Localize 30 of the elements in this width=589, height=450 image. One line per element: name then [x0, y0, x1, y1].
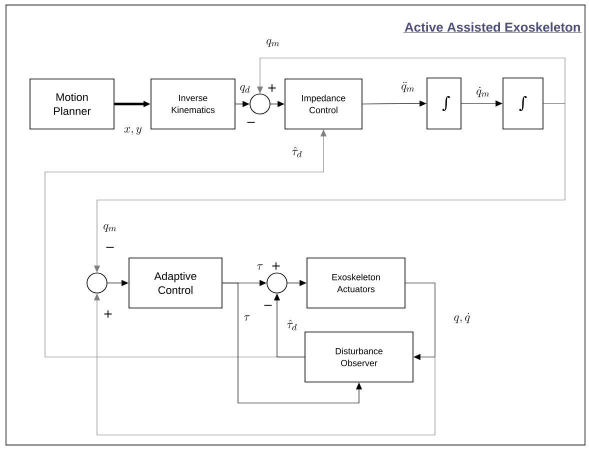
edge-label: $x, y$ [123, 126, 144, 136]
block-box: Disturbance Observer [304, 332, 414, 382]
edge-label: $\tau$ [256, 263, 264, 271]
sign-label: + [104, 310, 112, 318]
arrow [94, 282, 436, 436]
summing-junction [266, 272, 288, 294]
integrator-box: ∫ [502, 78, 544, 130]
block-box: Adaptive Control [128, 258, 222, 308]
sign-label: + [272, 262, 280, 270]
sign-label: − [106, 246, 114, 248]
edge-label: $q, \dot{q}$ [452, 312, 472, 324]
block-box: Motion Planner [30, 78, 114, 130]
edge-label: $\hat{\tau}_d$ [290, 146, 304, 158]
summing-junction [250, 94, 270, 114]
block-box: Exoskeleton Actuators [306, 258, 406, 308]
sign-label: − [247, 122, 255, 123]
edge-label: $\tau$ [242, 314, 252, 322]
summing-junction [86, 272, 108, 294]
block-box: Impedance Control [284, 78, 362, 130]
sign-label: + [268, 84, 276, 92]
edge-label: $q_m$ [265, 38, 281, 48]
edge-label: $q_m$ [102, 223, 118, 233]
sign-label: − [264, 304, 272, 306]
block-box: Inverse Kinematics [150, 78, 236, 130]
edge-label: $\dot{q}_m$ [475, 86, 491, 98]
edge-label: $\hat{\tau}_d$ [286, 318, 298, 332]
title: Active Assisted Exoskeleton [403, 22, 582, 33]
integrator-box: ∫ [426, 78, 462, 130]
edge-label: $\ddot{q}_m$ [400, 80, 416, 94]
edge-label: $q_d$ [238, 84, 252, 94]
